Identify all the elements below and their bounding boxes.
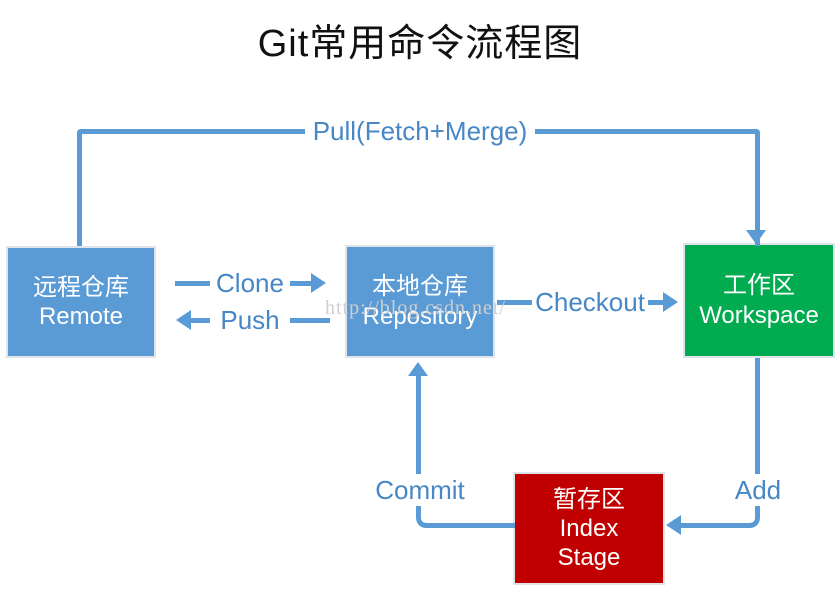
clone-arrowhead-right-icon (311, 273, 326, 293)
node-workspace-label-en: Workspace (699, 301, 819, 329)
pull-arrowhead-down-icon (746, 230, 766, 244)
node-repository-label-zh: 本地仓库 (372, 273, 468, 301)
node-index-stage: 暂存区 Index Stage (513, 472, 665, 585)
node-workspace: 工作区 Workspace (683, 243, 835, 358)
edge-label-clone: Clone (210, 267, 290, 299)
checkout-arrowhead-right-icon (663, 292, 678, 312)
edge-label-checkout: Checkout (532, 286, 648, 318)
node-index-label-en2: Stage (557, 544, 621, 572)
add-arrowhead-left-icon (666, 515, 681, 535)
node-repository-label-en: Repository (362, 302, 478, 330)
node-remote-label-en: Remote (38, 303, 124, 330)
diagram-title: Git常用命令流程图 (257, 23, 583, 65)
commit-connector-line (416, 366, 515, 528)
edge-label-commit: Commit (370, 474, 470, 506)
node-remote-label-zh: 远程仓库 (33, 273, 129, 301)
node-workspace-label-zh: 工作区 (723, 272, 795, 300)
push-arrowhead-left-icon (176, 310, 191, 330)
node-remote: 远程仓库 Remote (6, 246, 156, 358)
commit-arrowhead-up-icon (408, 362, 428, 376)
add-connector-line (674, 358, 760, 528)
node-repository: 本地仓库 Repository (345, 245, 495, 358)
node-index-label-en1: Index (559, 514, 619, 542)
watermark: http://blog.csdn.net/ (325, 297, 506, 319)
edge-label-push: Push (210, 304, 290, 336)
edge-label-pull: Pull(Fetch+Merge) (305, 115, 535, 147)
edge-label-add: Add (730, 474, 786, 506)
node-index-label-zh: 暂存区 (553, 485, 625, 513)
